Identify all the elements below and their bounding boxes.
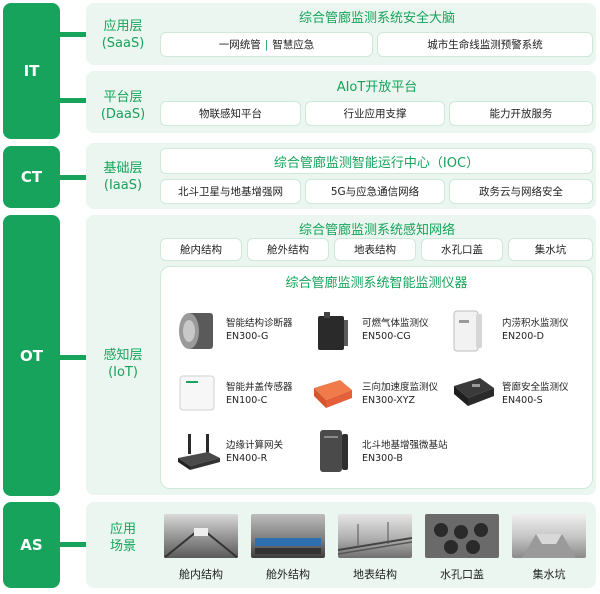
saas-title: 综合管廊监测系统安全大脑 <box>298 11 455 26</box>
iot-item-2: 舱外结构 <box>247 238 329 261</box>
connector-ct <box>60 175 86 180</box>
saas-separator: | <box>264 38 269 51</box>
gnss-station-icon <box>314 426 352 476</box>
iaas-item-2: 5G与应急通信网络 <box>305 179 445 204</box>
tag-it: IT <box>3 3 60 139</box>
device-4-name: 智能井盖传感器 <box>226 382 293 393</box>
iaas-title-box: 综合管廊监测智能运行中心（IOC） <box>160 148 593 174</box>
iaas-layer-en: (IaaS) <box>103 178 143 193</box>
saas-box-right: 城市生命线监测预警系统 <box>377 32 593 57</box>
tag-ot: OT <box>3 215 60 496</box>
connector-it-saas <box>60 32 86 37</box>
iot-item-4: 水孔口盖 <box>421 238 503 261</box>
iot-layer-en: (IoT) <box>108 365 138 380</box>
iaas-item-1: 北斗卫星与地基增强网 <box>160 179 301 204</box>
scene-photo-cabin-inside <box>164 514 238 558</box>
device-7-model: EN400-R <box>226 453 268 464</box>
device-5-model: EN300-XYZ <box>362 395 416 406</box>
daas-title: AIoT开放平台 <box>336 80 418 95</box>
scene-photo-manhole <box>425 514 499 558</box>
device-3-name: 内涝积水监测仪 <box>502 318 569 329</box>
instrument-title: 综合管廊监测系统智能监测仪器 <box>285 276 468 291</box>
connector-as <box>60 542 86 547</box>
connector-ot <box>60 355 86 360</box>
gateway-icon <box>176 432 222 472</box>
scene-photo-cabin-outside <box>251 514 325 558</box>
daas-layer-name: 平台层 <box>103 90 143 105</box>
iaas-title: 综合管廊监测智能运行中心（IOC） <box>273 155 480 171</box>
scene-caption-5: 集水坑 <box>532 568 566 581</box>
device-1-model: EN300-G <box>226 331 269 342</box>
device-6-name: 管廊安全监测仪 <box>502 382 569 393</box>
scene-caption-4: 水孔口盖 <box>440 568 484 581</box>
black-box-sensor-icon <box>314 310 350 354</box>
connector-it-daas <box>60 98 86 103</box>
round-sensor-icon <box>175 307 215 355</box>
iot-layer-name: 感知层 <box>103 348 143 363</box>
iot-layer-label: 感知层 (IoT) <box>90 347 156 381</box>
tag-as: AS <box>3 502 60 588</box>
white-box-sensor-icon <box>450 308 486 354</box>
iaas-layer-label: 基础层 (IaaS) <box>90 160 156 194</box>
saas-layer-name: 应用层 <box>103 19 143 34</box>
saas-item-yiwangtongguan: 一网统管 <box>218 39 261 51</box>
daas-item-1: 物联感知平台 <box>160 101 301 126</box>
saas-item-zhihuiyingji: 智慧应急 <box>272 39 315 51</box>
iot-item-5: 集水坑 <box>508 238 593 261</box>
device-3-model: EN200-D <box>502 331 544 342</box>
device-2-model: EN500-CG <box>362 331 411 342</box>
scene-caption-2: 舱外结构 <box>266 568 310 581</box>
flat-sensor-icon <box>178 374 216 412</box>
device-4-model: EN100-C <box>226 395 268 406</box>
device-8-model: EN300-B <box>362 453 403 464</box>
device-2-name: 可燃气体监测仪 <box>362 318 429 329</box>
black-module-icon <box>452 376 496 408</box>
iaas-item-3: 政务云与网络安全 <box>449 179 593 204</box>
scene-layer-line2: 场景 <box>109 539 136 554</box>
scene-photo-surface <box>338 514 412 558</box>
saas-layer-label: 应用层 (SaaS) <box>90 18 156 52</box>
scene-caption-1: 舱内结构 <box>179 568 223 581</box>
device-5-name: 三向加速度监测仪 <box>362 382 439 393</box>
scene-photo-sump <box>512 514 586 558</box>
iot-item-3: 地表结构 <box>334 238 416 261</box>
daas-layer-label: 平台层 (DaaS) <box>90 89 156 123</box>
iaas-layer-name: 基础层 <box>103 161 143 176</box>
tag-ct: CT <box>3 146 60 208</box>
orange-sensor-icon <box>310 376 356 410</box>
scene-layer-label: 应用 场景 <box>90 521 156 555</box>
saas-box-left: 一网统管 | 智慧应急 <box>160 32 373 57</box>
device-1-name: 智能结构诊断器 <box>226 318 293 329</box>
daas-layer-en: (DaaS) <box>100 107 146 122</box>
scene-layer-line1: 应用 <box>109 522 136 537</box>
device-7-name: 边缘计算网关 <box>226 440 284 451</box>
device-8-name: 北斗地基增强微基站 <box>362 440 448 451</box>
iot-title: 综合管廊监测系统感知网络 <box>298 223 455 238</box>
saas-layer-en: (SaaS) <box>101 36 145 51</box>
device-6-model: EN400-S <box>502 395 543 406</box>
instrument-panel <box>160 266 593 489</box>
iot-item-1: 舱内结构 <box>160 238 242 261</box>
daas-item-3: 能力开放服务 <box>449 101 593 126</box>
daas-item-2: 行业应用支撑 <box>305 101 445 126</box>
scene-caption-3: 地表结构 <box>353 568 397 581</box>
